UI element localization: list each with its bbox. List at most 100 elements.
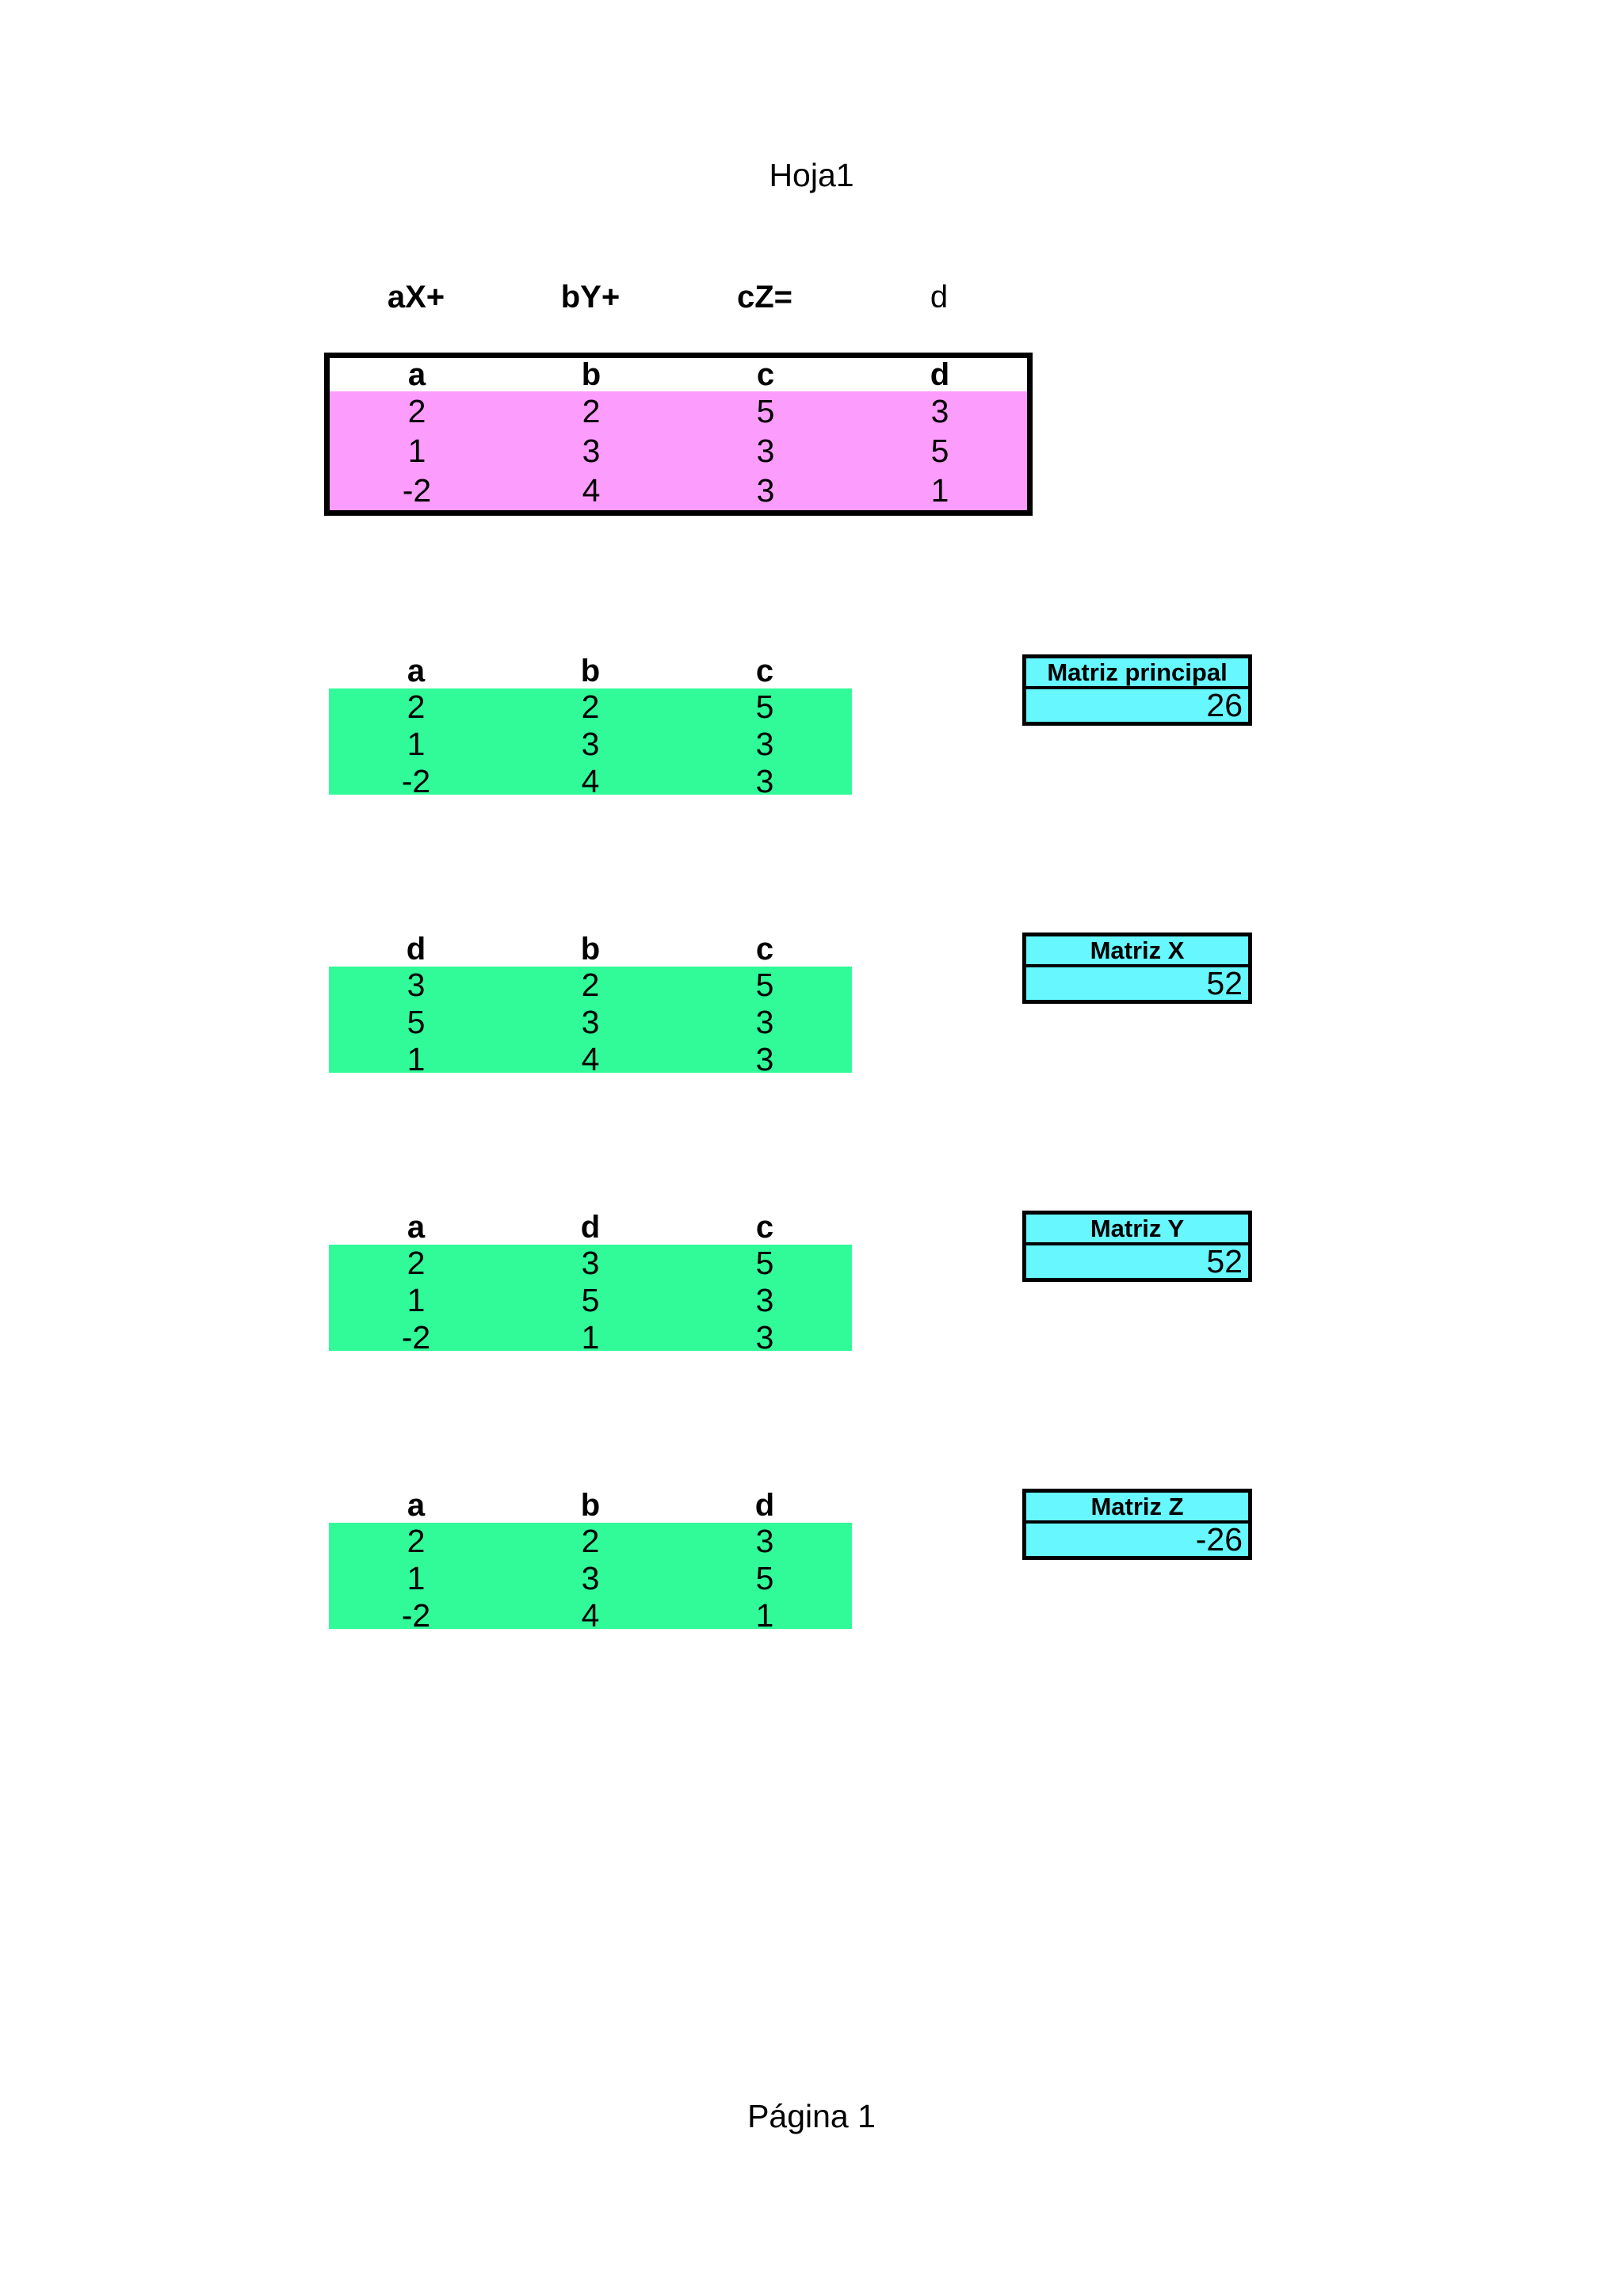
cell: 5 — [755, 1245, 774, 1281]
cell: 3 — [755, 726, 774, 762]
cell: 4 — [581, 1041, 600, 1077]
determinant-value: 52 — [1206, 1243, 1243, 1280]
matrix-header: d — [406, 932, 426, 967]
matrix-header: d — [580, 1210, 601, 1245]
determinant-value: 52 — [1206, 965, 1243, 1001]
matrix-header-row: a b c — [329, 654, 852, 688]
cell: 2 — [581, 688, 600, 725]
main-header-a: a — [407, 357, 426, 392]
cell: 2 — [407, 393, 426, 429]
cell: 3 — [581, 1245, 600, 1281]
table-row: -2 1 3 — [329, 1319, 852, 1356]
cell: 3 — [582, 433, 601, 469]
matrix-header-row: a d c — [329, 1211, 852, 1245]
determinant-value: 26 — [1206, 687, 1243, 723]
cell: 2 — [407, 688, 426, 725]
table-row: 2 2 5 3 — [330, 391, 1027, 431]
cell: 5 — [581, 1282, 600, 1318]
matrix-header: d — [754, 1488, 775, 1523]
table-row: 2 3 5 — [329, 1245, 852, 1282]
determinant-box-y: Matriz Y 52 — [1022, 1211, 1252, 1282]
matrix-group-x: d b c 3 2 5 5 3 3 1 4 3 Matriz X 52 — [0, 932, 1623, 1077]
cell: 1 — [930, 472, 949, 509]
determinant-label: Matriz principal — [1026, 658, 1248, 689]
cell: 4 — [582, 472, 601, 509]
matrix-header-row: a b d — [329, 1489, 852, 1523]
cell: 5 — [407, 1004, 426, 1040]
cell: 3 — [581, 1004, 600, 1040]
matrix-body: 2 2 3 1 3 5 -2 4 1 — [329, 1523, 852, 1634]
equation-term-b: bY+ — [560, 280, 621, 315]
table-row: 2 2 3 — [329, 1523, 852, 1560]
main-header-d: d — [930, 357, 950, 392]
cell: 3 — [581, 1560, 600, 1596]
matrix-header: c — [755, 1210, 774, 1245]
cell: 3 — [581, 726, 600, 762]
determinant-value: -26 — [1195, 1521, 1243, 1558]
matrix-header: a — [407, 1210, 426, 1245]
matrix-header: b — [580, 932, 601, 967]
determinant-label: Matriz Z — [1026, 1493, 1248, 1524]
cell: 3 — [930, 393, 949, 429]
table-row: 5 3 3 — [329, 1004, 852, 1041]
cell: 5 — [755, 1560, 774, 1596]
table-row: 1 3 3 — [329, 726, 852, 763]
determinant-label: Matriz Y — [1026, 1215, 1248, 1245]
equation-header-row: aX+ bY+ cZ= d — [329, 279, 1026, 315]
cell: 4 — [581, 763, 600, 799]
determinant-box-x: Matriz X 52 — [1022, 933, 1252, 1004]
equation-term-c: cZ= — [736, 280, 793, 315]
matrix-body: 2 3 5 1 5 3 -2 1 3 — [329, 1245, 852, 1356]
cell: 1 — [407, 726, 426, 762]
matrix-group-z: a b d 2 2 3 1 3 5 -2 4 1 Matriz Z -26 — [0, 1489, 1623, 1634]
cell: 1 — [407, 433, 426, 469]
cell: 3 — [756, 472, 775, 509]
cell: -2 — [401, 1319, 431, 1356]
table-row: 1 4 3 — [329, 1041, 852, 1078]
matrix-body: 3 2 5 5 3 3 1 4 3 — [329, 967, 852, 1077]
matrix-header: c — [755, 932, 774, 967]
determinant-label: Matriz X — [1026, 936, 1248, 967]
sheet-title: Hoja1 — [769, 157, 854, 193]
cell: 2 — [581, 967, 600, 1003]
table-row: 1 3 3 5 — [330, 431, 1027, 471]
table-row: 1 5 3 — [329, 1282, 852, 1319]
page-number: Página 1 — [747, 2098, 876, 2134]
table-row: -2 4 1 — [329, 1597, 852, 1634]
cell: 5 — [756, 393, 775, 429]
cell: 3 — [755, 1319, 774, 1356]
cell: 1 — [407, 1282, 426, 1318]
cell: 3 — [755, 1523, 774, 1559]
matrix-group-y: a d c 2 3 5 1 5 3 -2 1 3 Matriz Y 52 — [0, 1211, 1623, 1356]
cell: 3 — [407, 967, 426, 1003]
cell: 4 — [581, 1597, 600, 1634]
cell: -2 — [402, 472, 432, 509]
table-row: 3 2 5 — [329, 967, 852, 1004]
main-system-table: a b c d 2 2 5 3 1 3 3 5 -2 4 3 1 — [324, 353, 1033, 516]
cell: -2 — [401, 1597, 431, 1634]
cell: 5 — [755, 967, 774, 1003]
cell: 3 — [755, 1041, 774, 1077]
matrix-header: b — [580, 654, 601, 688]
main-header-c: c — [756, 357, 775, 392]
cell: 1 — [407, 1560, 426, 1596]
cell: 3 — [756, 433, 775, 469]
table-row: 1 3 5 — [329, 1560, 852, 1597]
matrix-header: b — [580, 1488, 601, 1523]
equation-term-a: aX+ — [387, 280, 445, 315]
matrix-header: a — [407, 1488, 426, 1523]
cell: 2 — [407, 1523, 426, 1559]
matrix-header: a — [407, 654, 426, 688]
determinant-box-principal: Matriz principal 26 — [1022, 654, 1252, 726]
cell: 5 — [755, 688, 774, 725]
table-row: -2 4 3 — [329, 763, 852, 800]
table-row: -2 4 3 1 — [330, 471, 1027, 510]
determinant-box-z: Matriz Z -26 — [1022, 1489, 1252, 1560]
equation-term-d: d — [930, 280, 949, 315]
cell: 1 — [755, 1597, 774, 1634]
cell: 5 — [930, 433, 949, 469]
cell: 2 — [582, 393, 601, 429]
matrix-group-principal: a b c 2 2 5 1 3 3 -2 4 3 Matriz principa… — [0, 654, 1623, 800]
matrix-header: c — [755, 654, 774, 688]
table-row: 2 2 5 — [329, 688, 852, 726]
